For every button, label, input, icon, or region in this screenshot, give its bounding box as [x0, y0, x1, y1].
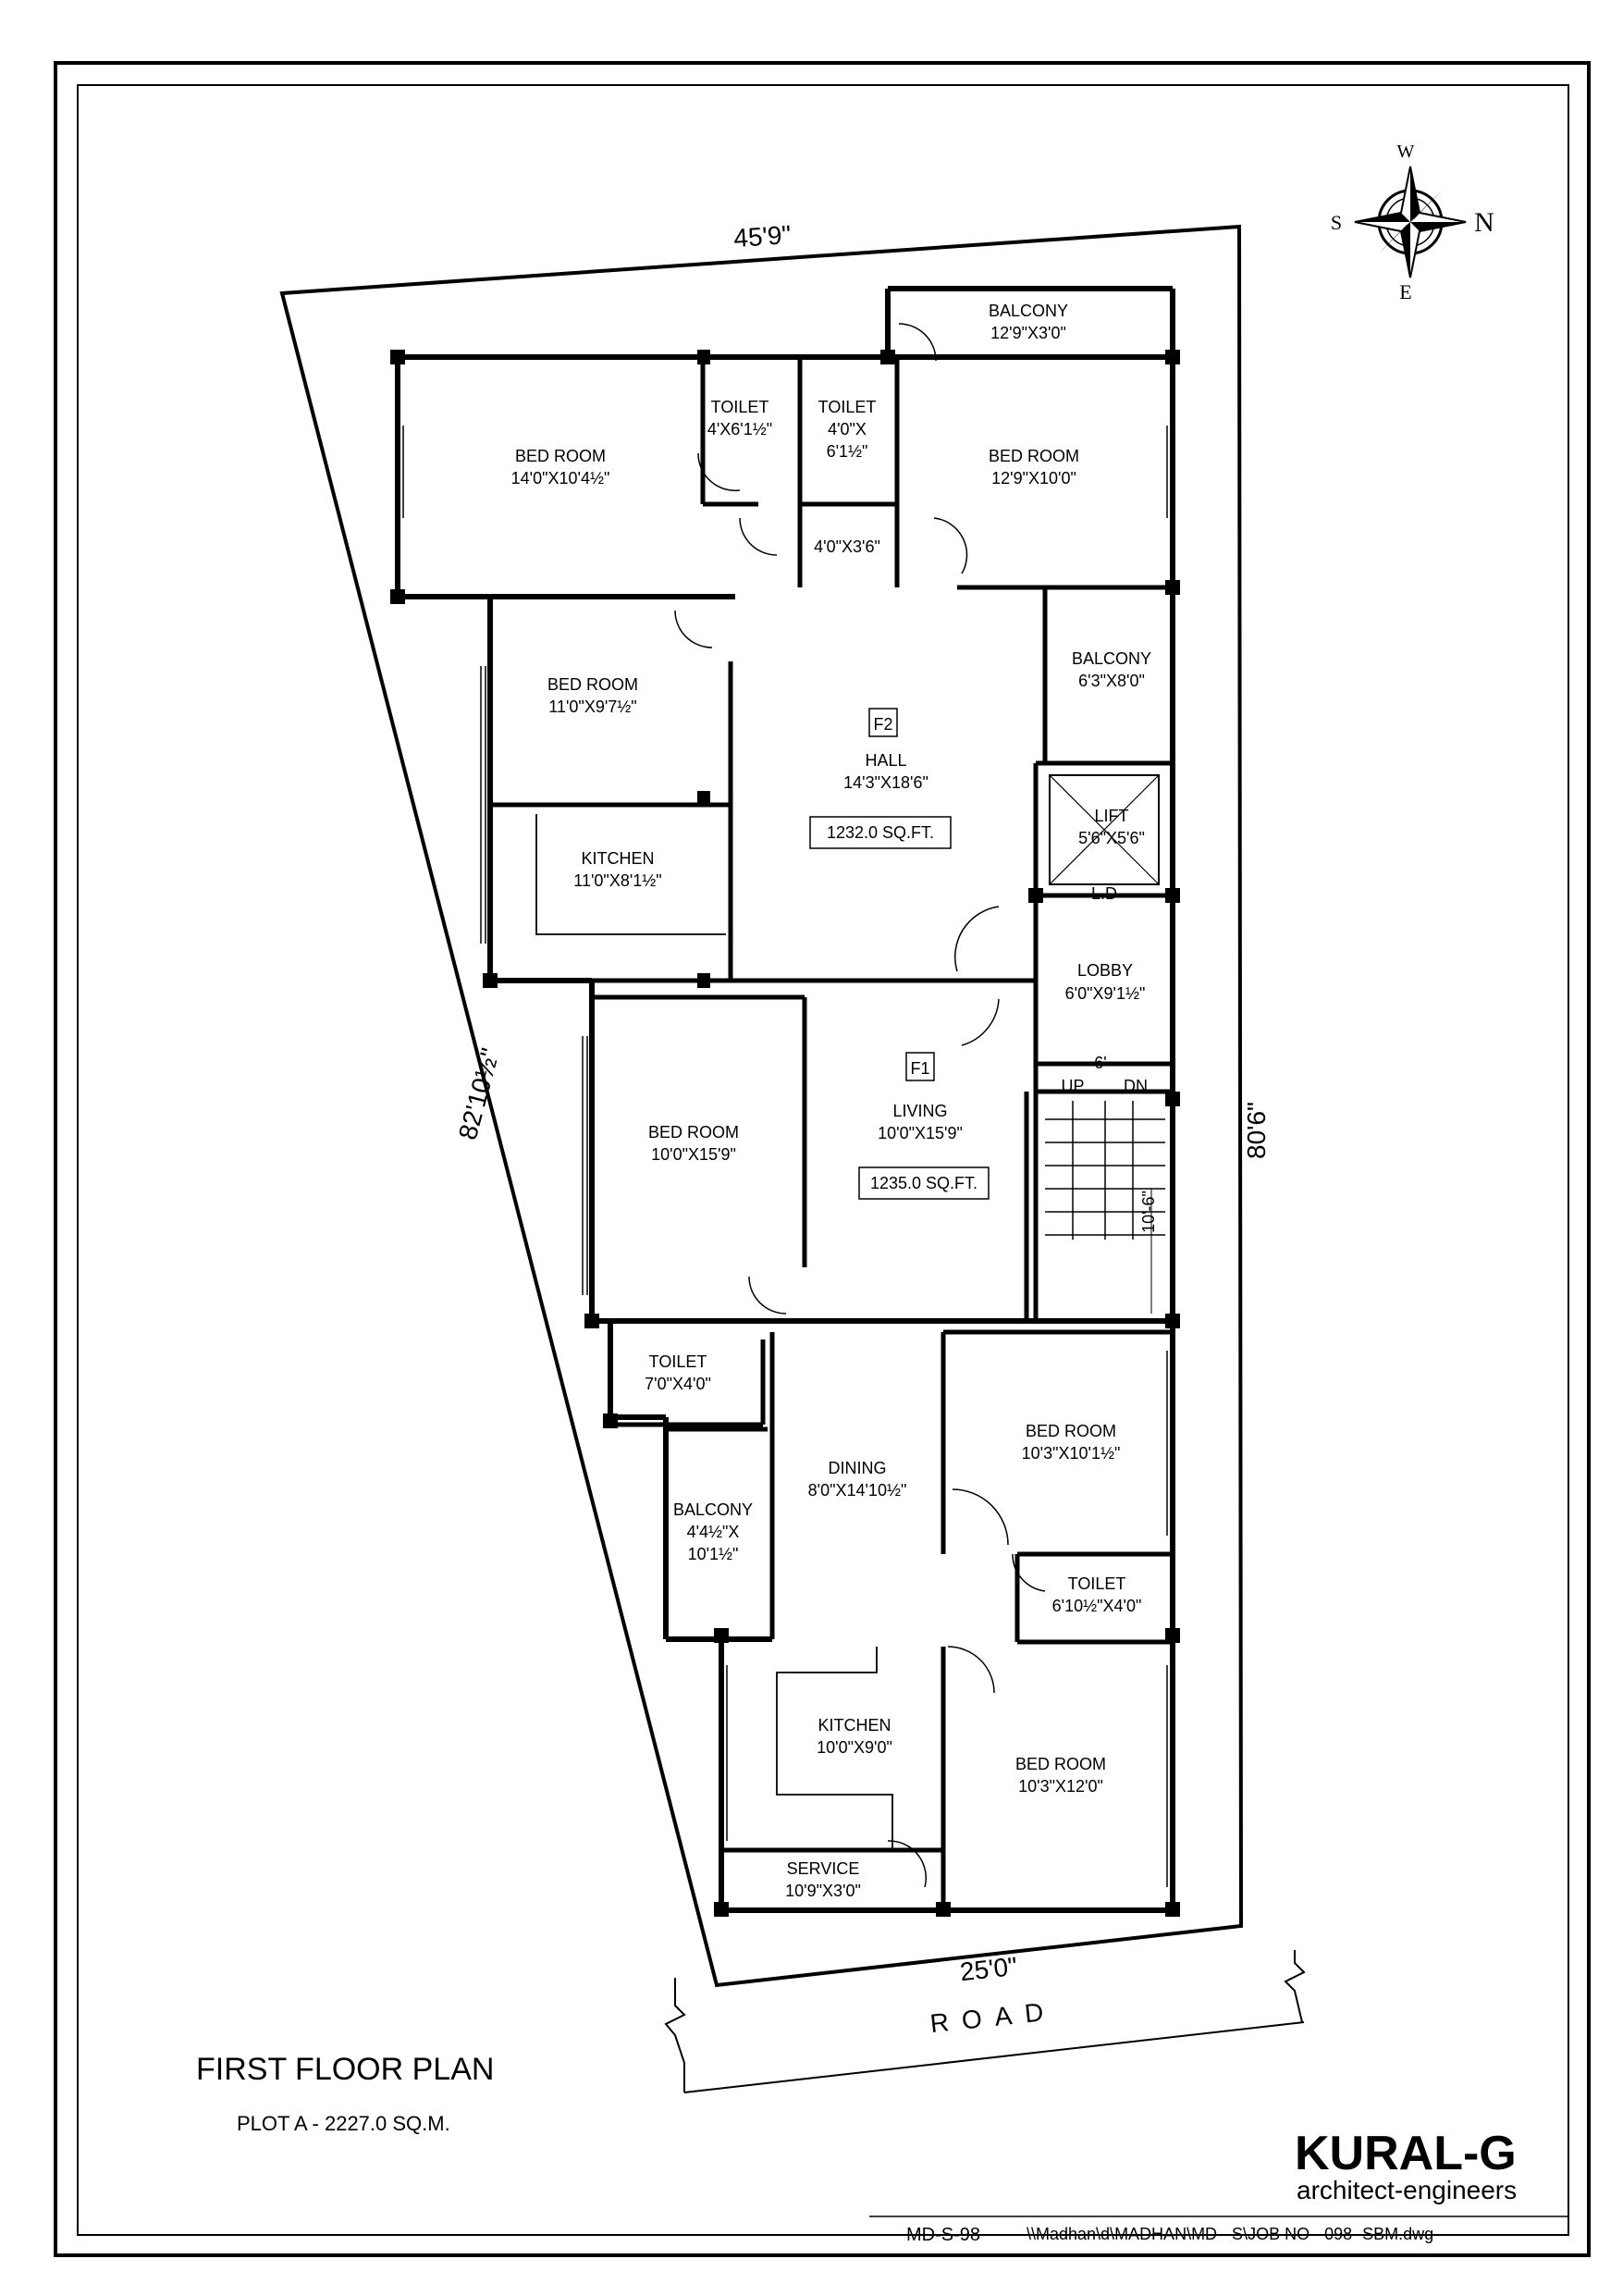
room-size: 5'6"X5'6": [1078, 829, 1145, 847]
room-name: BED ROOM: [989, 447, 1079, 465]
room-name: KITCHEN: [818, 1716, 891, 1734]
room-name: BALCONY: [989, 302, 1068, 320]
room-name: BALCONY: [673, 1500, 753, 1519]
plot-boundary: [279, 224, 1244, 1988]
interior-walls: [490, 357, 1173, 1910]
room-name: LOBBY: [1077, 961, 1133, 980]
room-size: 6'3"X8'0": [1078, 672, 1145, 690]
room-area: 1232.0 SQ.FT.: [827, 823, 934, 842]
sheet-border-outer: [54, 61, 1591, 2257]
plan-title: FIRST FLOOR PLAN: [196, 2052, 495, 2087]
room-size: 4'4½"X: [687, 1523, 740, 1541]
room-name: BED ROOM: [547, 675, 638, 694]
dimension-right: 80'6": [1242, 1102, 1271, 1159]
room-size: 10'0"X15'9": [651, 1145, 736, 1164]
drawing-code: MD-S-98: [906, 2225, 981, 2245]
building-walls: [395, 286, 1175, 1913]
room-name: LIVING: [892, 1102, 947, 1120]
stair-up-label: UP: [1061, 1077, 1084, 1095]
room-boxes: [809, 708, 990, 1200]
room-size: 10'9"X3'0": [785, 1882, 861, 1900]
room-tag: F2: [873, 715, 892, 734]
compass-north: N: [1474, 207, 1494, 238]
kitchen-counters: [535, 814, 893, 1850]
firm-subtitle: architect-engineers: [1297, 2176, 1518, 2204]
plot-area: PLOT A - 2227.0 SQ.M.: [237, 2112, 450, 2135]
compass-rose: W S N E: [1331, 142, 1494, 303]
room-tag: F1: [910, 1059, 929, 1078]
room-size: 10'3"X12'0": [1018, 1777, 1103, 1796]
room-area: 1235.0 SQ.FT.: [870, 1174, 977, 1192]
lift-box: [1049, 774, 1160, 885]
stair-down-label: DN: [1124, 1077, 1148, 1095]
room-name: BED ROOM: [648, 1123, 739, 1142]
stair-treads: [1045, 1101, 1165, 1314]
room-size: 11'0"X8'1½": [573, 871, 661, 890]
room-name: LIFT: [1094, 807, 1128, 825]
room-name: TOILET: [711, 398, 769, 416]
windows: [397, 426, 1174, 1887]
room-size: 4'0"X: [828, 420, 867, 438]
room-size: 4'0"X3'6": [814, 537, 880, 556]
room-name: TOILET: [1068, 1574, 1126, 1593]
room-labels: BED ROOM 14'0"X10'4½" TOILET 4'X6'1½" TO…: [511, 302, 1151, 1900]
firm-name: KURAL-G: [1295, 2127, 1517, 2180]
room-name: BED ROOM: [1015, 1755, 1106, 1773]
room-size: 10'3"X10'1½": [1022, 1444, 1121, 1463]
room-size: 12'9"X3'0": [990, 324, 1066, 342]
drawing-file-path: \\Madhan\d\MADHAN\MD - S\JOB NO - 098 -S…: [1027, 2225, 1434, 2243]
room-size: 7'0"X4'0": [645, 1375, 711, 1393]
road-label: ROAD: [928, 1996, 1057, 2038]
room-name: TOILET: [649, 1352, 707, 1371]
room-name: HALL: [865, 751, 906, 770]
room-name: SERVICE: [787, 1859, 860, 1878]
room-size: 10'1½": [688, 1545, 739, 1563]
room-name: TOILET: [818, 398, 877, 416]
room-size: 12'9"X10'0": [991, 469, 1076, 488]
doors: [674, 323, 1046, 1888]
room-name: L.D: [1091, 884, 1117, 903]
columns: [390, 350, 1180, 1917]
compass-west: W: [1397, 142, 1415, 162]
room-size: 11'0"X9'7½": [548, 697, 636, 716]
dimension-top: 45'9": [732, 220, 792, 253]
room-size: 8'0"X14'10½": [808, 1481, 907, 1500]
sheet-border-inner: [77, 84, 1569, 2236]
room-name: BED ROOM: [515, 447, 606, 465]
room-size: 6'1½": [827, 442, 868, 461]
compass-south: S: [1331, 211, 1342, 234]
room-name: KITCHEN: [581, 849, 654, 868]
room-size: 4'X6'1½": [707, 420, 772, 438]
stair-length-label: 10'-6": [1139, 1191, 1158, 1233]
room-size: 10'0"X15'9": [878, 1124, 963, 1142]
room-size: 14'0"X10'4½": [511, 469, 610, 488]
room-size: 14'3"X18'6": [843, 773, 928, 792]
room-name: BALCONY: [1072, 649, 1151, 668]
room-size: 6'0"X9'1½": [1065, 984, 1146, 1003]
stair-width-label: 6': [1094, 1054, 1106, 1072]
room-name: DINING: [829, 1459, 887, 1477]
room-size: 6'10½"X4'0": [1052, 1597, 1142, 1615]
road-marker: [664, 1950, 1306, 2093]
compass-east: E: [1399, 280, 1411, 303]
dimension-bottom: 25'0": [959, 1952, 1019, 1986]
room-name: BED ROOM: [1026, 1422, 1116, 1440]
room-size: 10'0"X9'0": [817, 1738, 892, 1757]
